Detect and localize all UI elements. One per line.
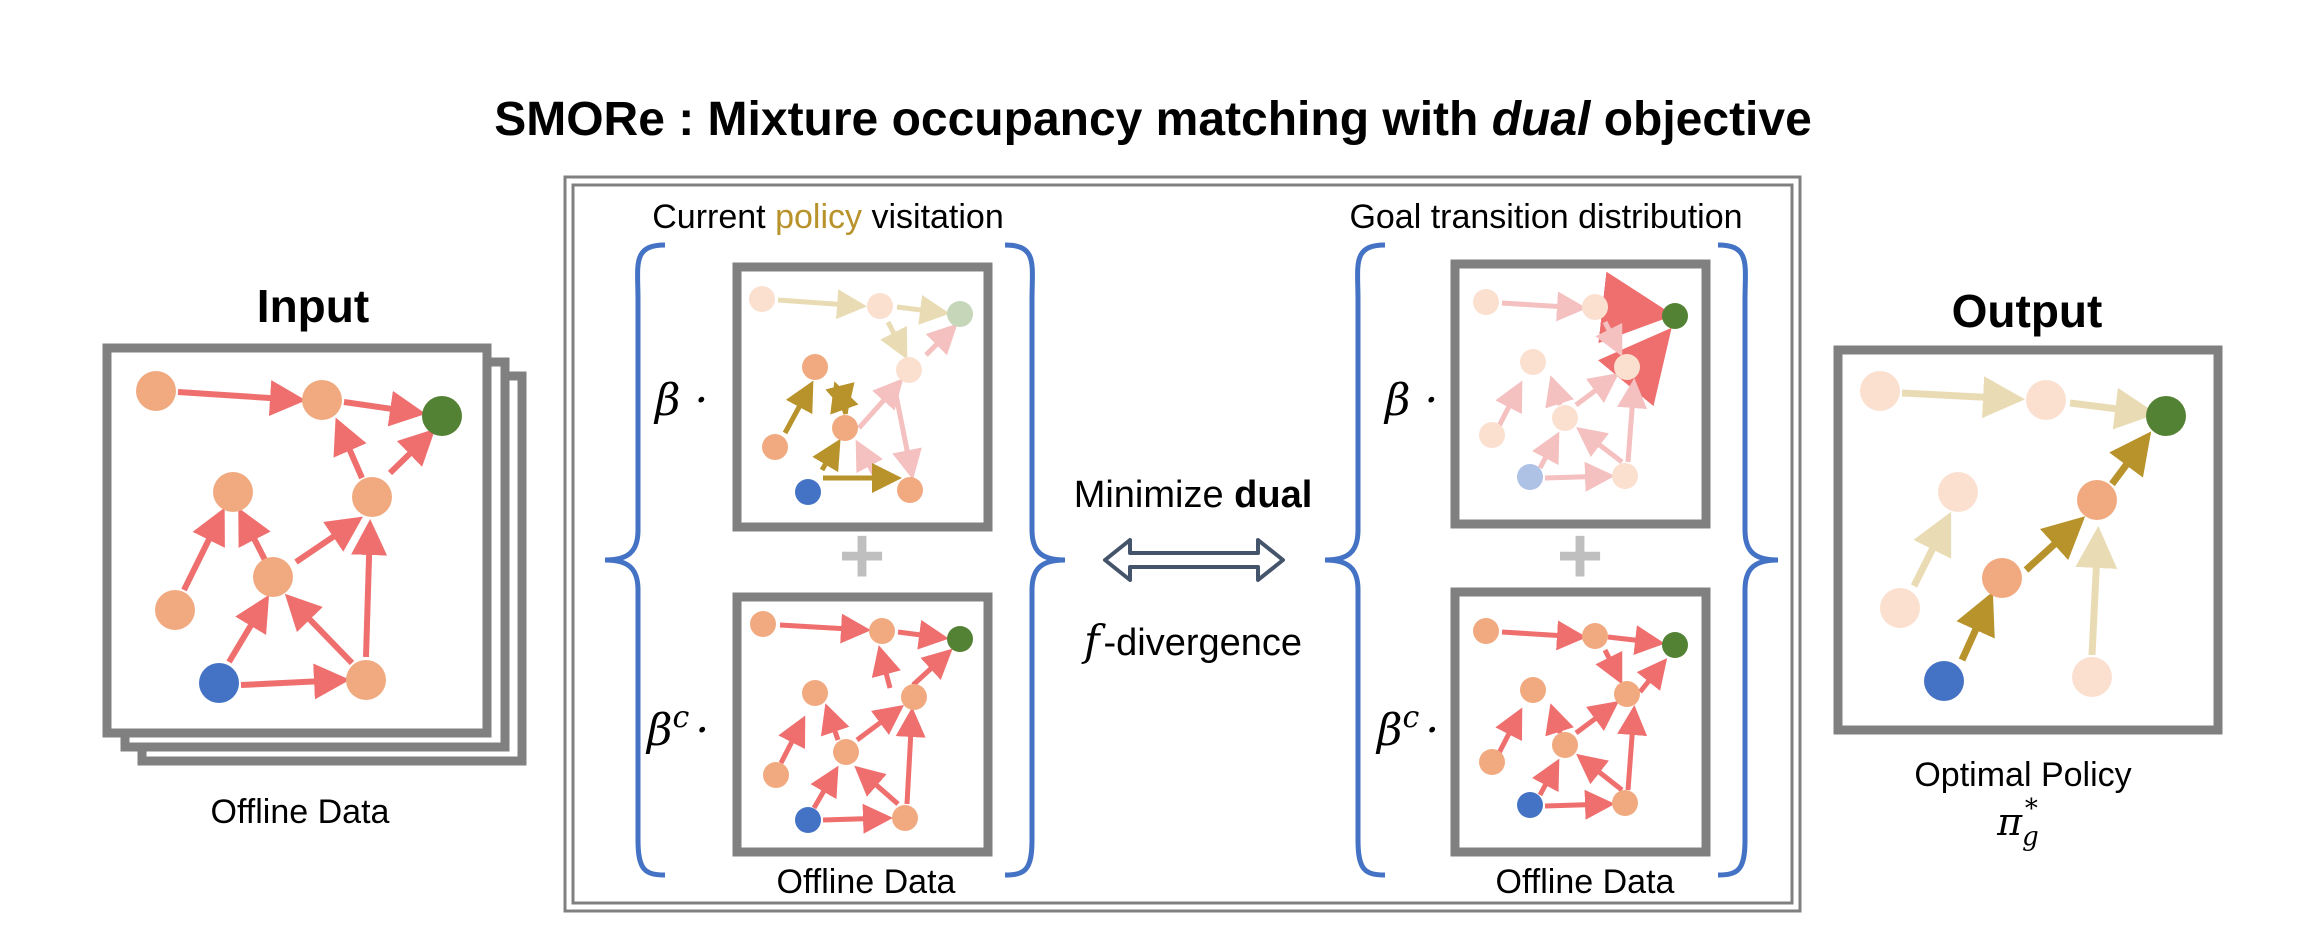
- goal-node: [1662, 632, 1688, 658]
- graph-node: [892, 805, 918, 831]
- start-node: [795, 479, 821, 505]
- output-caption: Optimal Policy: [1914, 756, 2131, 794]
- plus-sign: +: [839, 511, 886, 600]
- input-heading: Input: [257, 280, 369, 332]
- graph-node: [1479, 422, 1505, 448]
- graph-node: [1473, 618, 1499, 644]
- left-group-label: Current policy visitation: [652, 198, 1004, 236]
- output-heading: Output: [1952, 285, 2103, 337]
- offline-graph-nodes: [1473, 618, 1688, 818]
- start-node: [1517, 464, 1543, 490]
- graph-node: [1479, 749, 1505, 775]
- graph-node: [1552, 732, 1578, 758]
- optimal-policy-symbol: πg*: [1996, 794, 2039, 852]
- graph-node: [2077, 480, 2117, 520]
- graph-node: [1473, 289, 1499, 315]
- graph-node: [896, 357, 922, 383]
- goal-node: [1662, 303, 1688, 329]
- graph-node: [1582, 623, 1608, 649]
- input-nodes: [136, 371, 462, 703]
- graph-node: [2072, 657, 2112, 697]
- beta-label: β ·: [1383, 375, 1438, 426]
- graph-node: [833, 739, 859, 765]
- beta-c-label: βc·: [645, 700, 709, 756]
- graph-node: [869, 618, 895, 644]
- graph-node: [213, 472, 253, 512]
- graph-node: [302, 380, 342, 420]
- left-group-caption: Offline Data: [777, 863, 956, 901]
- output-panel: Output Optimal Policy πg*: [1833, 285, 2223, 852]
- f-divergence-label: f-divergence: [1081, 616, 1302, 665]
- central-frame-inner: [571, 183, 1794, 905]
- double-arrow-icon: [1103, 538, 1285, 582]
- offline-graph-nodes: [750, 611, 973, 833]
- offline-graph: [778, 613, 953, 834]
- start-node: [1924, 661, 1964, 701]
- graph-node: [763, 762, 789, 788]
- graph-node: [749, 286, 775, 312]
- graph-node: [136, 371, 176, 411]
- graph-node: [1520, 677, 1546, 703]
- policy-graph: [777, 289, 958, 493]
- graph-node: [1614, 681, 1640, 707]
- plus-sign: +: [1557, 511, 1604, 600]
- graph-node: [762, 434, 788, 460]
- graph-node: [1612, 463, 1638, 489]
- start-node: [199, 663, 239, 703]
- goal-node: [2146, 396, 2186, 436]
- graph-node: [2026, 380, 2066, 420]
- diagram-title: SMORe : Mixture occupancy matching with …: [494, 93, 1812, 146]
- offline-graph: [1495, 620, 1668, 820]
- graph-node: [1582, 294, 1608, 320]
- input-caption: Offline Data: [211, 793, 390, 831]
- graph-node: [1938, 472, 1978, 512]
- graph-node: [832, 415, 858, 441]
- graph-node: [802, 680, 828, 706]
- graph-node: [1614, 354, 1640, 380]
- start-node: [1517, 792, 1543, 818]
- goal-graph: [1495, 271, 1674, 492]
- graph-node: [1860, 371, 1900, 411]
- central-frame-outer: [563, 175, 1802, 913]
- input-panel: Input Offline Data: [102, 280, 527, 831]
- graph-node: [901, 684, 927, 710]
- beta-c-label: βc·: [1375, 700, 1439, 756]
- graph-node: [1520, 349, 1546, 375]
- graph-node: [346, 660, 386, 700]
- left-brace-close: [1004, 242, 1066, 878]
- graph-node: [867, 293, 893, 319]
- right-group-label: Goal transition distribution: [1349, 198, 1742, 236]
- goal-node: [422, 396, 462, 436]
- input-graph: [177, 380, 436, 700]
- output-graph: [1901, 376, 2157, 662]
- right-group: Goal transition distribution β ·: [1324, 198, 1779, 901]
- graph-node: [1982, 558, 2022, 598]
- right-brace-open: [1324, 242, 1386, 878]
- left-group: Current policy visitation β ·: [604, 198, 1066, 901]
- graph-node: [352, 477, 392, 517]
- right-brace-close: [1717, 242, 1779, 878]
- start-node: [795, 807, 821, 833]
- minimize-dual-label: Minimize dual: [1074, 474, 1313, 516]
- left-brace-open: [604, 242, 666, 878]
- graph-node: [1612, 790, 1638, 816]
- graph-node: [1880, 588, 1920, 628]
- goal-node: [947, 626, 973, 652]
- goal-graph-nodes: [1473, 289, 1688, 490]
- output-frame: [1833, 345, 2223, 735]
- goal-node: [947, 301, 973, 327]
- right-group-caption: Offline Data: [1496, 863, 1675, 901]
- graph-node: [897, 477, 923, 503]
- center-objective: Minimize dual f-divergence: [1074, 474, 1313, 665]
- policy-graph-nodes: [749, 286, 973, 505]
- graph-node: [750, 611, 776, 637]
- output-nodes: [1860, 371, 2186, 701]
- graph-node: [1552, 405, 1578, 431]
- beta-label: β ·: [653, 375, 708, 426]
- graph-node: [155, 590, 195, 630]
- graph-node: [802, 354, 828, 380]
- graph-node: [253, 557, 293, 597]
